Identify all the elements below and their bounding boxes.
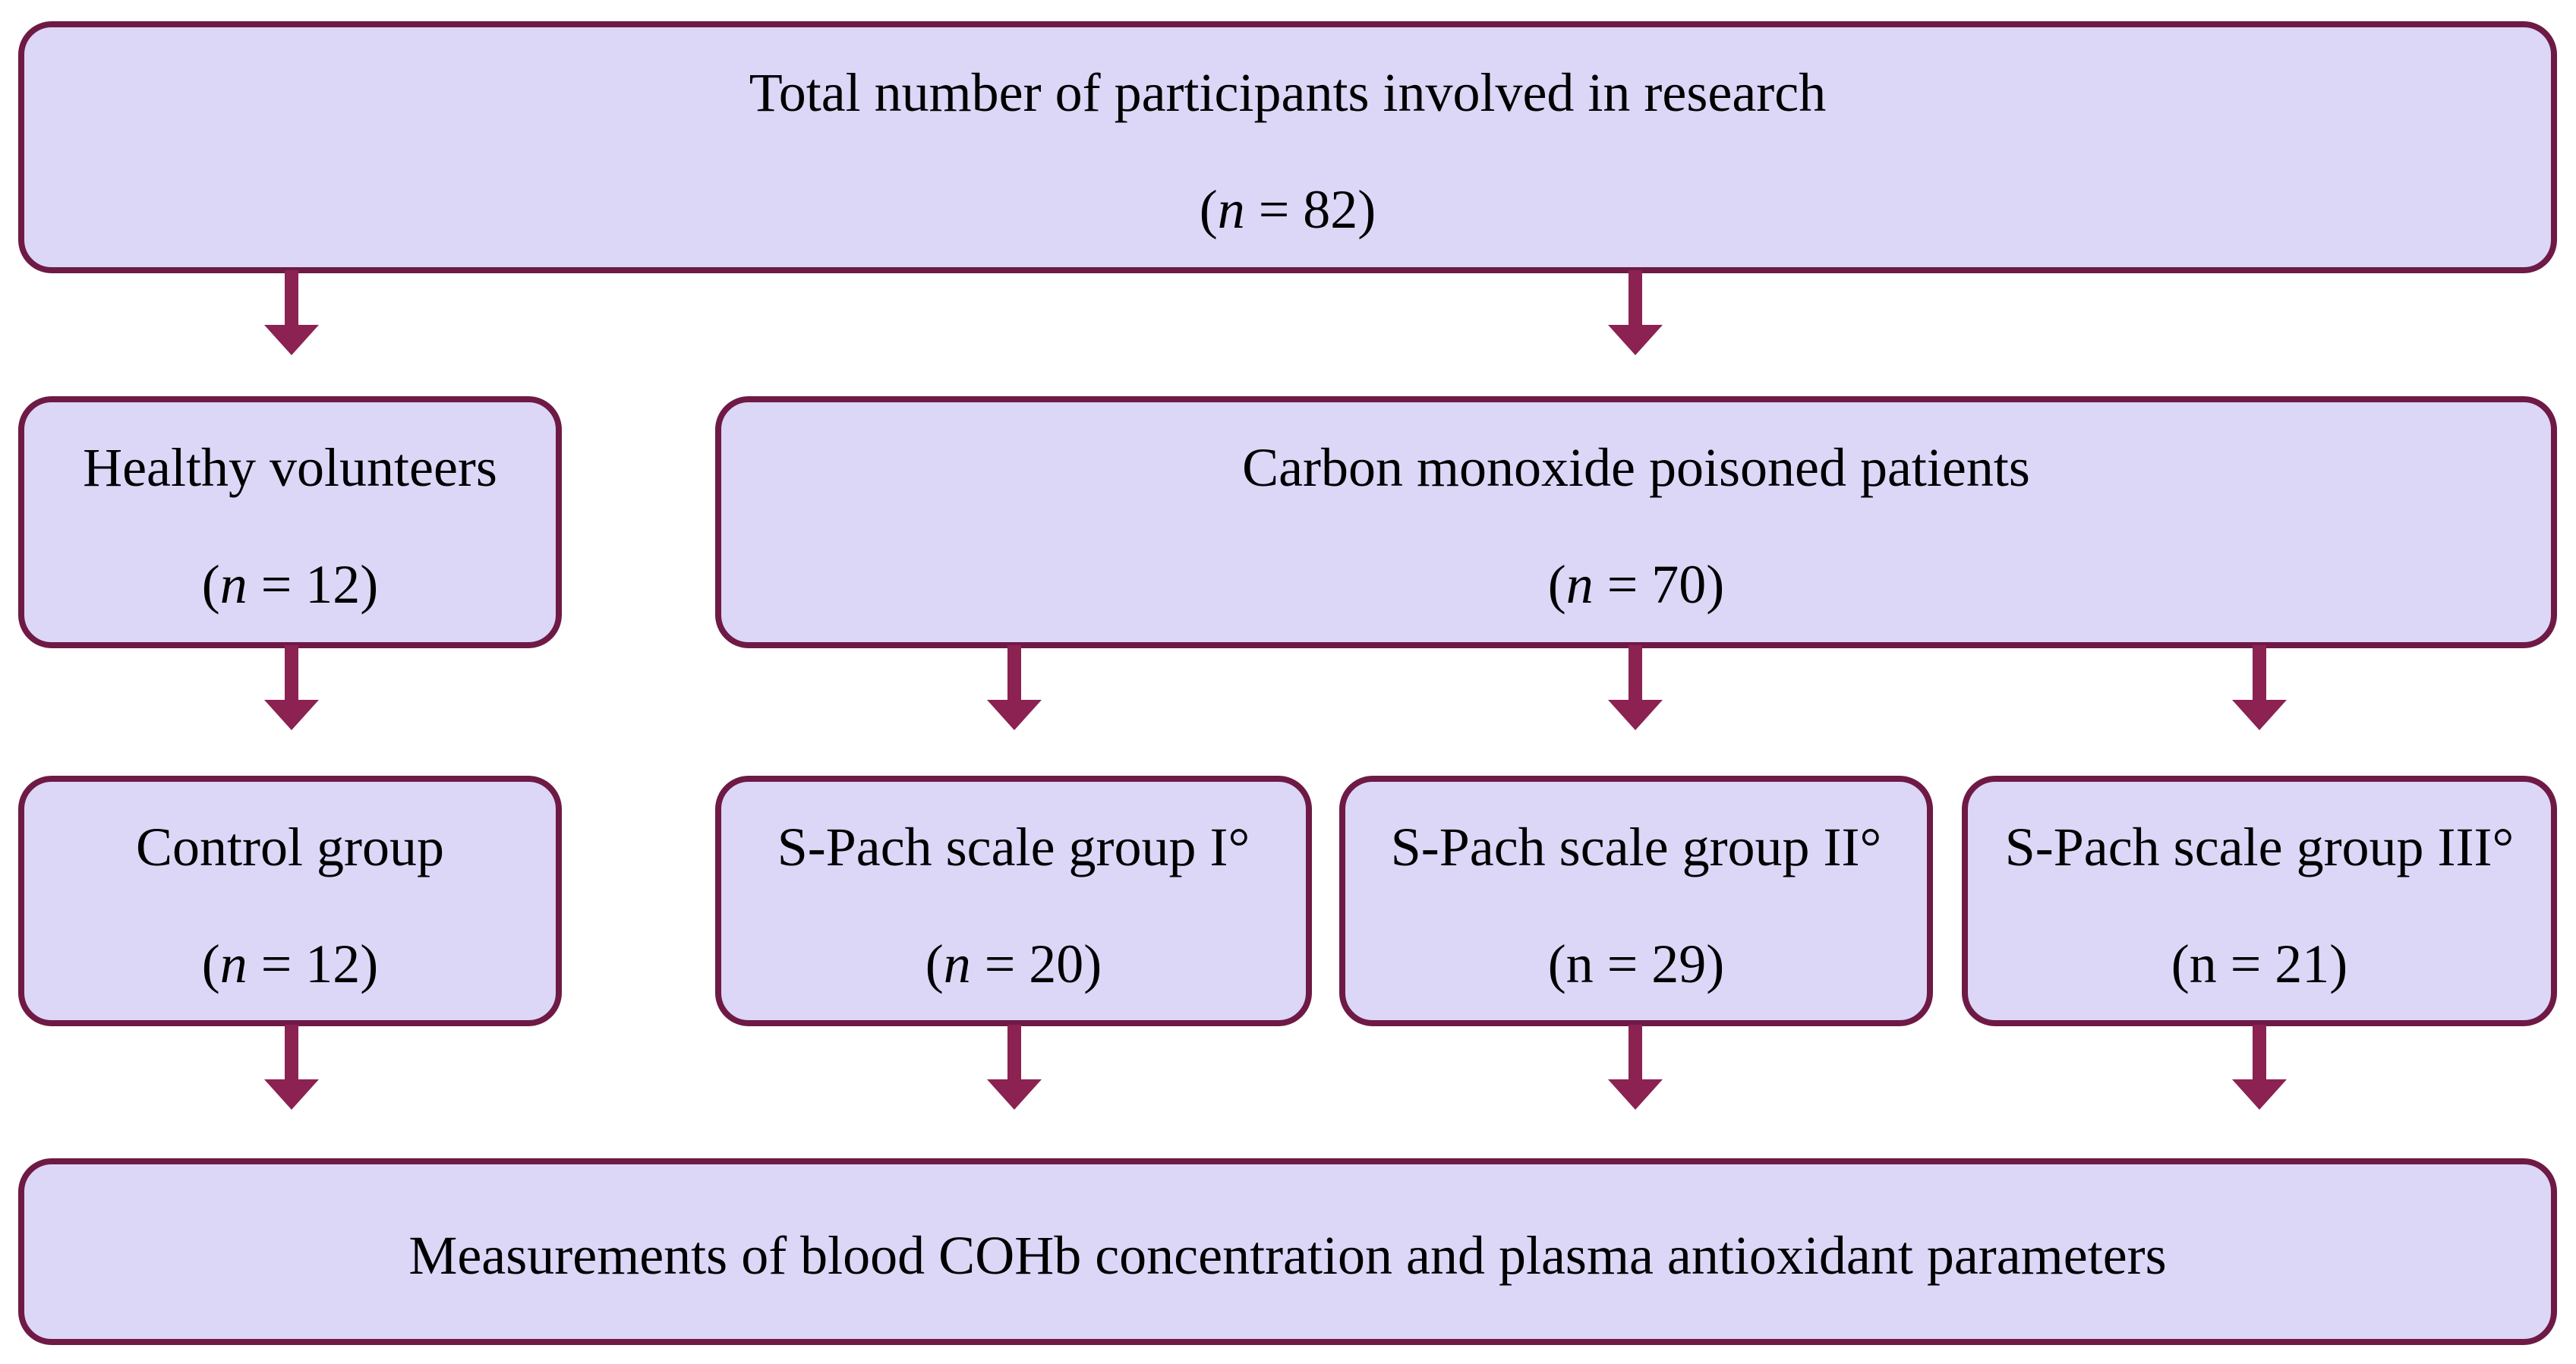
control-group-box: Control group (n = 12): [18, 776, 562, 1026]
spach-group-2-box: S-Pach scale group II° (n = 29): [1339, 776, 1933, 1026]
co-poisoned-patients-title: Carbon monoxide poisoned patients: [1242, 437, 2030, 498]
spach-group-2-count: (n = 29): [1547, 934, 1725, 994]
spach-group-1-count: (n = 20): [925, 934, 1102, 994]
arrow-down-icon: [261, 270, 322, 361]
arrow-down-icon: [261, 1025, 322, 1116]
co-poisoned-patients-box: Carbon monoxide poisoned patients (n = 7…: [715, 396, 2557, 648]
spach-group-1-box: S-Pach scale group I° (n = 20): [715, 776, 1312, 1026]
arrow-down-icon: [2229, 645, 2290, 736]
control-group-title: Control group: [136, 817, 444, 877]
total-participants-box: Total number of participants involved in…: [18, 21, 2557, 273]
arrow-down-icon: [2229, 1025, 2290, 1116]
spach-group-3-count: (n = 21): [2171, 934, 2348, 994]
healthy-volunteers-title: Healthy volunteers: [83, 437, 497, 498]
arrow-down-icon: [1605, 1025, 1666, 1116]
arrow-down-icon: [1605, 270, 1666, 361]
spach-group-3-box: S-Pach scale group III° (n = 21): [1962, 776, 2557, 1026]
arrow-down-icon: [1605, 645, 1666, 736]
healthy-volunteers-box: Healthy volunteers (n = 12): [18, 396, 562, 648]
arrow-down-icon: [984, 645, 1045, 736]
total-participants-title: Total number of participants involved in…: [749, 62, 1827, 123]
arrow-down-icon: [984, 1025, 1045, 1116]
spach-group-3-title: S-Pach scale group III°: [2004, 817, 2515, 877]
arrow-down-icon: [261, 645, 322, 736]
measurements-title: Measurements of blood COHb concentration…: [408, 1225, 2167, 1286]
healthy-volunteers-count: (n = 12): [201, 554, 379, 615]
co-poisoned-patients-count: (n = 70): [1547, 554, 1725, 615]
spach-group-2-title: S-Pach scale group II°: [1390, 817, 1882, 877]
control-group-count: (n = 12): [201, 934, 379, 994]
spach-group-1-title: S-Pach scale group I°: [777, 817, 1250, 877]
total-participants-count: (n = 82): [1199, 179, 1376, 240]
measurements-box: Measurements of blood COHb concentration…: [18, 1158, 2557, 1345]
